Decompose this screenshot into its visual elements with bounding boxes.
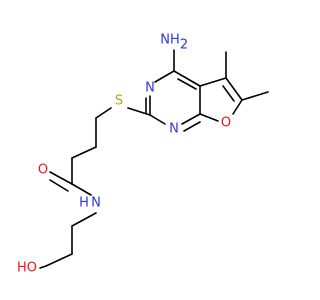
atom-labels: NH 2 N N O S O N H HO [17,33,231,276]
background [0,0,300,300]
carbonyl-oxygen: O [38,163,48,178]
bond-carbonyl-o [49,171,73,185]
bond-carbonyl-o-double [49,179,69,192]
amino-label: NH [160,33,180,48]
bond-o7-c7a [199,113,219,122]
molecule-structure: NH 2 N N O S O N H HO [0,0,300,300]
sulfur-atom: S [115,94,123,109]
amino-subscript: 2 [180,38,188,53]
bond-c5-c6 [225,77,243,101]
bond-n-ch2 [71,212,97,227]
bond-c4-c4a [173,70,201,87]
bond-n1-c7a-double [183,121,201,132]
bond-ch2-ch2b [71,146,97,159]
bond-c2-s [127,107,151,116]
bond-ch2-oh [39,265,47,269]
furan-oxygen: O [221,116,231,131]
bond-carbonyl-n [71,183,92,196]
amide-hydrogen: H [79,196,89,211]
bond-c4a-c5 [199,77,227,87]
bond-ch2-ch2d [45,253,73,267]
bond-c2-n1 [149,114,166,125]
bond-c4-n3 [154,70,175,83]
hydroxyl-label: HO [17,261,37,276]
bond-c6-methyl [241,91,269,101]
ring-nitrogen-top: N [145,81,155,96]
ring-nitrogen-bottom: N [169,122,179,137]
bond-n1-c7a [181,113,201,125]
amide-nitrogen: N [91,196,101,211]
bond-s-ch2 [95,107,112,119]
bond-c6-o7 [232,99,243,115]
bond-c4-c4a-inner [177,78,197,90]
bonds [39,49,269,269]
bond-c5-c6-double [222,85,235,102]
